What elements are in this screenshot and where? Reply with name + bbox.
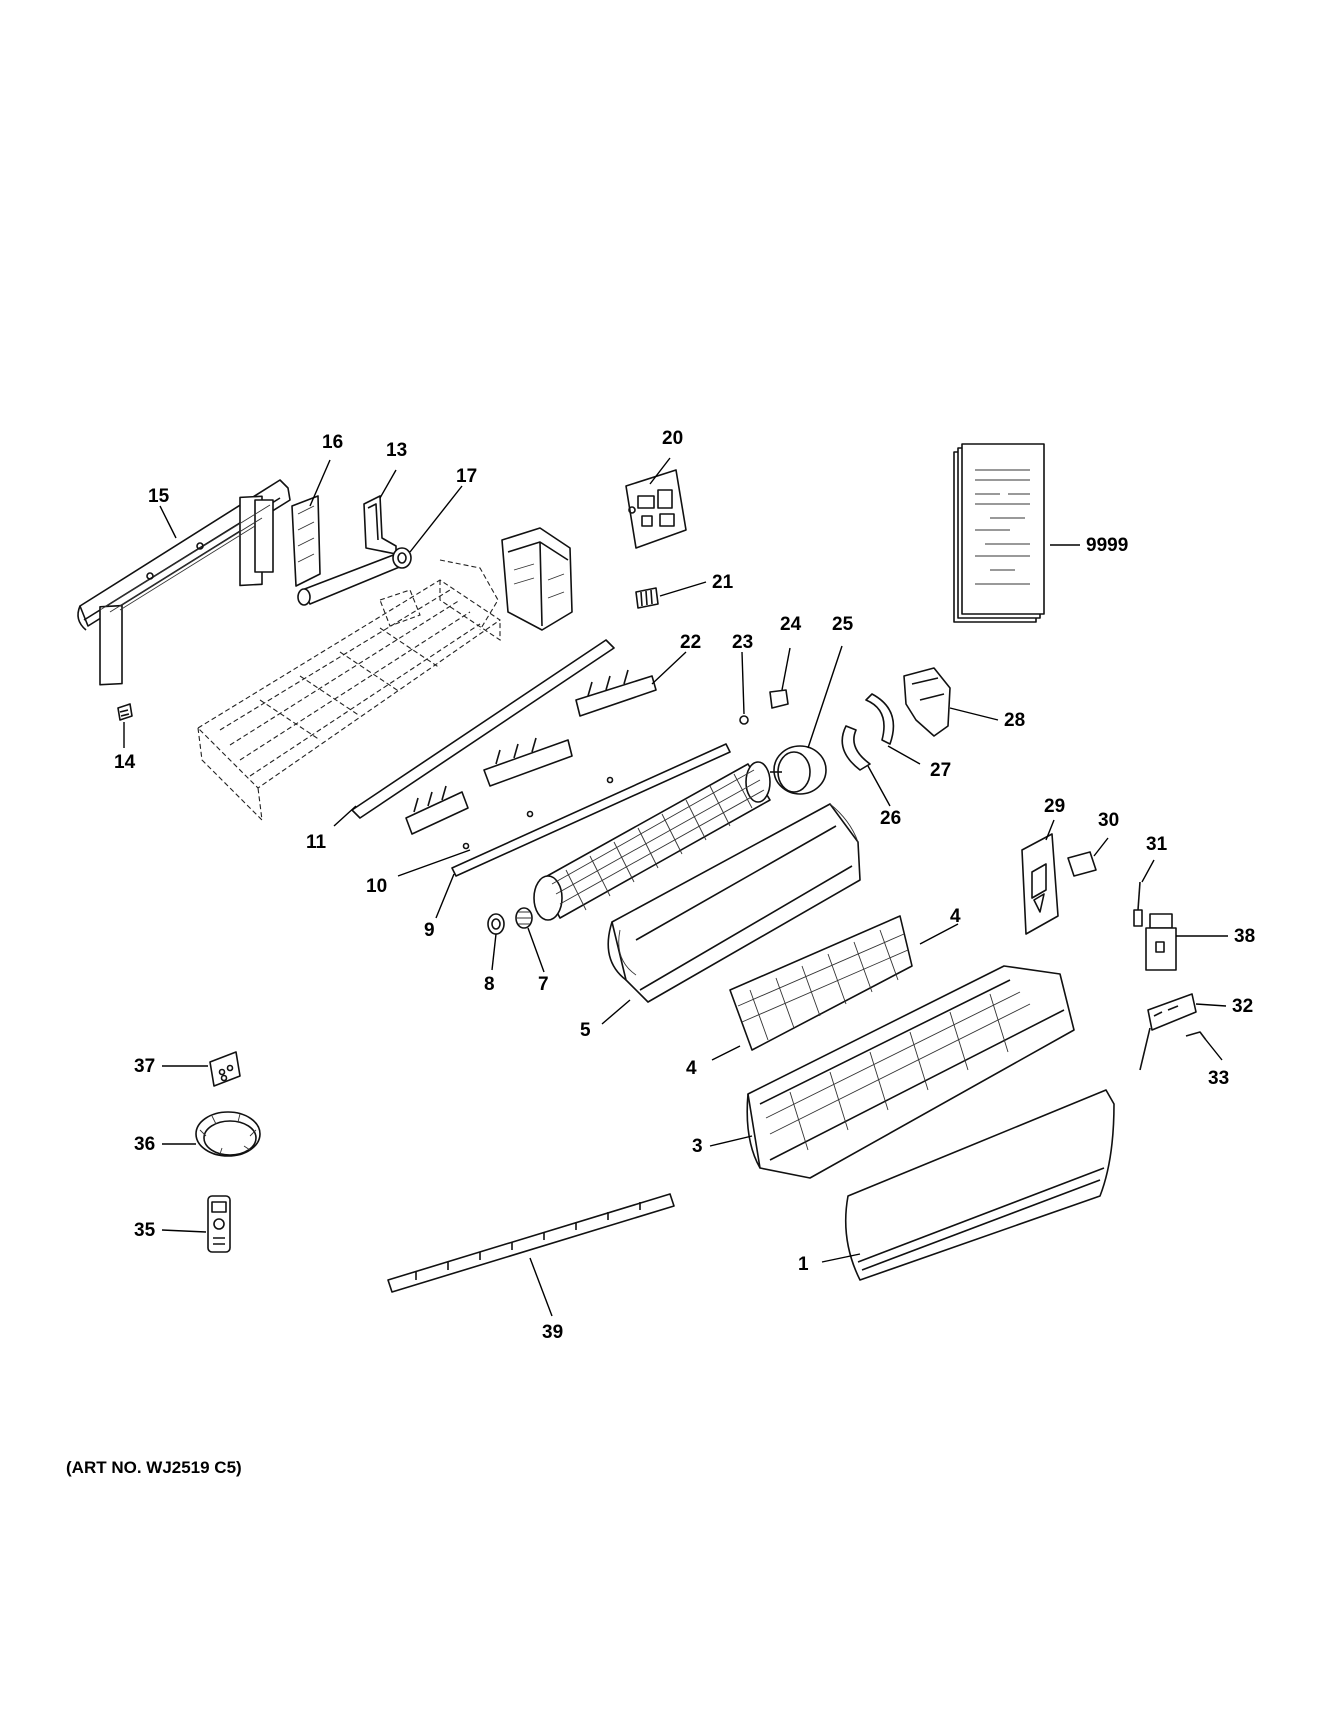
callout-37: 37 [134,1056,155,1077]
control-board-part-20[interactable] [625,469,687,549]
filter-part-4[interactable] [729,915,913,1051]
callout-39: 39 [542,1322,563,1343]
callout-32: 32 [1232,996,1253,1017]
vane-rod-part-9[interactable] [451,743,731,877]
mounting-plate-part-15[interactable] [77,479,291,686]
bearing-holder-part-8[interactable] [487,913,505,935]
side-panel-part-29[interactable] [1021,833,1059,935]
callout-numbers: 15 16 13 17 14 20 21 9999 22 23 24 25 28… [114,428,1255,1343]
motor-clamp-part-26[interactable] [841,725,871,771]
callout-35: 35 [134,1220,156,1241]
wire-part-33[interactable] [1185,1031,1207,1041]
front-frame-part-3[interactable] [746,965,1075,1179]
callout-22: 22 [680,632,701,653]
remote-part-35[interactable] [207,1195,231,1253]
drain-pan-part-5[interactable] [607,803,861,1003]
sensor-part-31[interactable] [1133,881,1143,927]
electrical-box [501,527,573,631]
callout-9: 9 [424,920,435,941]
callout-17: 17 [456,466,477,487]
module-part-38[interactable] [1145,913,1177,971]
callout-27: 27 [930,760,951,781]
motor-clamp-part-27[interactable] [865,693,895,745]
louver-part-39[interactable] [387,1193,675,1293]
callout-36: 36 [134,1134,155,1155]
callout-31: 31 [1146,834,1168,855]
screw-part-14[interactable] [117,703,133,721]
callout-15: 15 [148,486,170,507]
clip-part-13[interactable] [363,495,397,555]
callout-16: 16 [322,432,343,453]
callout-26: 26 [880,808,901,829]
callout-13: 13 [386,440,407,461]
callout-3: 3 [692,1136,703,1157]
bracket-part-16[interactable] [291,495,321,587]
display-board-part-32[interactable] [1139,993,1197,1071]
hose-coil-part-36[interactable] [195,1111,261,1157]
callout-9999: 9999 [1086,535,1128,556]
callout-4-upper: 4 [950,906,961,927]
screw-part-23[interactable] [739,715,749,725]
callout-28: 28 [1004,710,1025,731]
callout-25: 25 [832,614,854,635]
leader-lines [123,457,1228,1317]
callout-11: 11 [306,832,327,853]
callout-29: 29 [1044,796,1065,817]
blower-wheel [533,761,771,921]
callout-5: 5 [580,1020,591,1041]
callout-1: 1 [798,1254,809,1275]
callout-23: 23 [732,632,753,653]
callout-8: 8 [484,974,495,995]
callout-10: 10 [366,876,387,897]
coupler-part-7[interactable] [515,907,533,929]
callout-21: 21 [712,572,734,593]
screw-kit-part-37[interactable] [209,1051,241,1087]
callout-30: 30 [1098,810,1119,831]
motor-housing-part-28[interactable] [903,667,951,737]
chassis-part-11[interactable] [197,559,501,822]
fan-motor-part-25[interactable] [770,745,827,795]
pad-part-30[interactable] [1067,851,1097,877]
louver-brackets-part-22[interactable] [351,639,657,835]
callout-7: 7 [538,974,549,995]
callout-4-lower: 4 [686,1058,697,1079]
connector-part-21[interactable] [635,587,659,609]
callout-33: 33 [1208,1068,1229,1089]
callout-38: 38 [1234,926,1255,947]
art-number: (ART NO. WJ2519 C5) [66,1458,242,1477]
callout-20: 20 [662,428,683,449]
bearing-part-24[interactable] [769,689,789,709]
drain-hose-part-17[interactable] [297,547,412,606]
front-cover-part-1[interactable] [844,1089,1115,1281]
callout-14: 14 [114,752,136,773]
callout-24: 24 [780,614,802,635]
manual-part-9999[interactable] [953,443,1045,623]
